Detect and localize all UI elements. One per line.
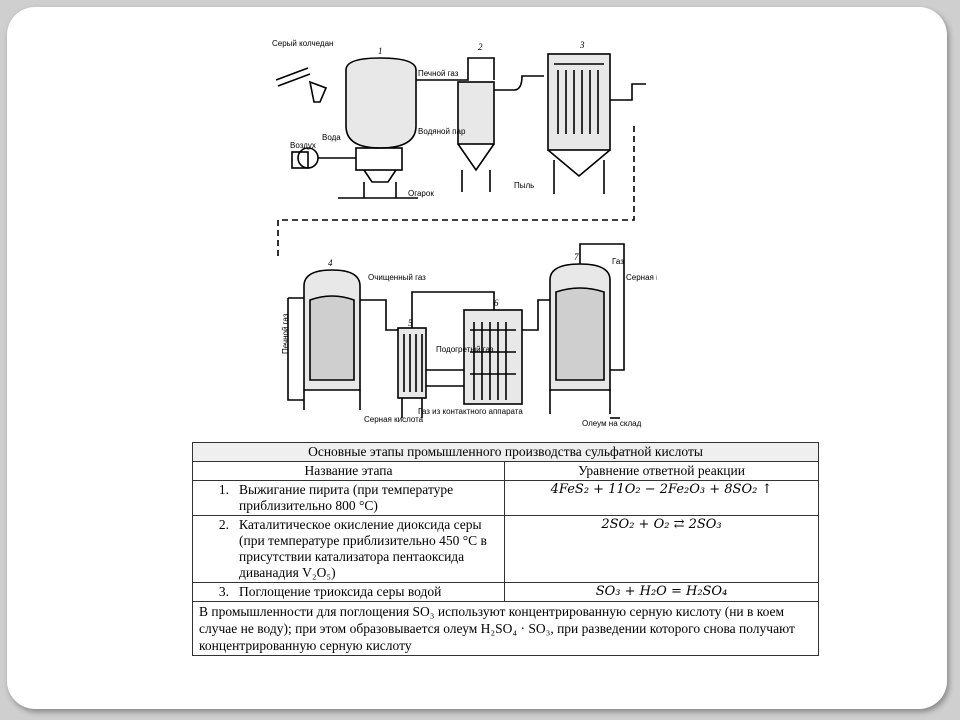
label-purified-gas: Очищенный газ: [368, 273, 426, 282]
table-note: В промышленности для поглощения SO₃ испо…: [191, 601, 820, 656]
label-sulfuric-acid-7: Серная кислота: [626, 273, 657, 282]
stage-number: 2.: [218, 517, 229, 532]
stage-name: Каталитическое окисление диоксида серы (…: [239, 517, 487, 580]
unit-number-2: 2: [478, 42, 483, 52]
unit-number-4: 4: [328, 258, 333, 268]
label-sulfuric-acid-5: Серная кислота: [364, 415, 424, 424]
label-oleum: Олеум на склад: [582, 419, 642, 428]
unit-number-1: 1: [378, 46, 383, 56]
table-title: Основные этапы промышленного производств…: [191, 442, 820, 462]
table-row: 2. Каталитическое окисление диоксида серы…: [192, 515, 820, 583]
sulfuric-acid-plant-schematic: 1 2 3 4 5 6 7 Серый колчедан Воздух Вода…: [272, 39, 657, 428]
stage-number: 1.: [218, 482, 229, 497]
label-furnace-gas-left: Печной газ: [281, 313, 290, 354]
label-water: Вода: [322, 133, 341, 142]
slide: 1 2 3 4 5 6 7 Серый колчедан Воздух Вода…: [7, 7, 947, 709]
unit-number-7: 7: [574, 252, 579, 262]
label-air: Воздух: [290, 141, 316, 150]
stage-name: Поглощение триоксида серы водой: [239, 584, 442, 599]
unit-number-5: 5: [408, 318, 413, 328]
table-note-row: В промышленности для поглощения SO₃ испо…: [191, 601, 820, 656]
table-row: 3. Поглощение триоксида серы водой SO₃ + …: [192, 582, 820, 602]
stage-name: Выжигание пирита (при температуре прибли…: [239, 482, 454, 513]
label-cinder: Огарок: [408, 189, 434, 198]
label-dust: Пыль: [514, 181, 534, 190]
label-steam: Водяной пар: [418, 127, 466, 136]
label-pyrite: Серый колчедан: [272, 39, 333, 48]
label-gas-from-contact: Газ из контактного аппарата: [418, 407, 523, 416]
reaction-equation: SO₃ + H₂O = H₂SO₄: [503, 582, 820, 602]
label-heated-gas: Подогретый газ: [436, 345, 494, 354]
unit-number-3: 3: [579, 40, 585, 50]
unit-number-6: 6: [494, 298, 499, 308]
label-gas-7: Газ: [612, 257, 624, 266]
reaction-equation: 2SO₂ + O₂ ⇄ 2SO₃: [503, 515, 820, 583]
reaction-equation: 4FeS₂ + 11O₂ − 2Fe₂O₃ + 8SO₂ ↑: [503, 480, 820, 516]
stage-number: 3.: [218, 584, 229, 599]
stages-table: Основные этапы промышленного производств…: [191, 442, 820, 656]
column-header-equation: Уравнение ответной реакции: [503, 461, 820, 481]
label-furnace-gas-top: Печной газ: [418, 69, 459, 78]
table-row: 1. Выжигание пирита (при температуре приб…: [192, 480, 820, 516]
process-diagram: 1 2 3 4 5 6 7 Серый колчедан Воздух Вода…: [268, 30, 657, 433]
column-header-stage: Название этапа: [192, 461, 505, 481]
